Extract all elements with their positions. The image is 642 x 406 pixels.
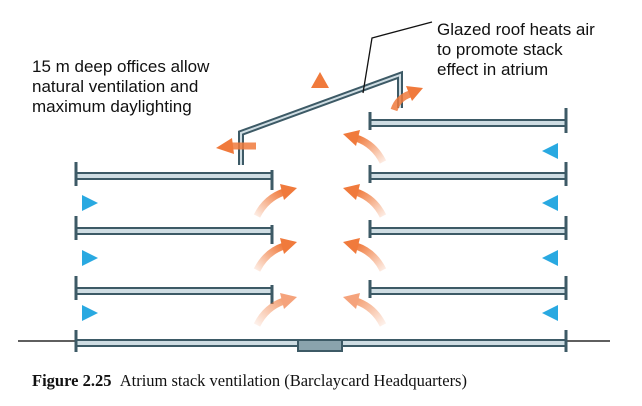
ground-floor-slab [74, 330, 568, 352]
offices-annotation: 15 m deep offices allow natural ventilat… [32, 57, 210, 116]
curved-arrow-orange-icon [343, 184, 387, 218]
arrow-left-blue-icon [542, 305, 600, 321]
exhaust-arrow-left-icon [216, 138, 256, 154]
right-floor-2 [368, 216, 568, 240]
right-floor-1 [368, 276, 568, 300]
right-floor-3 [368, 162, 568, 186]
arrow-right-blue-icon [40, 305, 98, 321]
left-floor-1 [74, 276, 274, 304]
roof-annotation: Glazed roof heats air to promote stack e… [437, 20, 595, 79]
arrow-up-orange-icon [311, 72, 329, 122]
curved-arrow-orange-icon [253, 293, 297, 327]
arrow-right-blue-icon [40, 195, 98, 211]
curved-arrow-orange-icon [253, 238, 297, 272]
arrow-left-blue-icon [542, 143, 600, 159]
arrow-left-blue-icon [542, 195, 600, 211]
left-floor-2 [74, 216, 274, 244]
roof-leader-line [362, 21, 433, 94]
arrow-left-blue-icon [542, 250, 600, 266]
right-floor-4 [368, 108, 568, 133]
figure-caption-text: Atrium stack ventilation (Barclaycard He… [119, 371, 467, 390]
curved-arrow-orange-icon [343, 293, 387, 327]
curved-arrow-orange-icon [343, 130, 387, 164]
arrow-right-blue-icon [40, 250, 98, 266]
curved-arrow-orange-icon [253, 184, 297, 218]
exhaust-arrow-up-right-icon [390, 86, 423, 112]
left-floor-3 [74, 162, 274, 190]
curved-arrow-orange-icon [343, 238, 387, 272]
figure-label: Figure 2.25 [32, 371, 112, 390]
figure-caption: Figure 2.25 Atrium stack ventilation (Ba… [32, 371, 467, 391]
